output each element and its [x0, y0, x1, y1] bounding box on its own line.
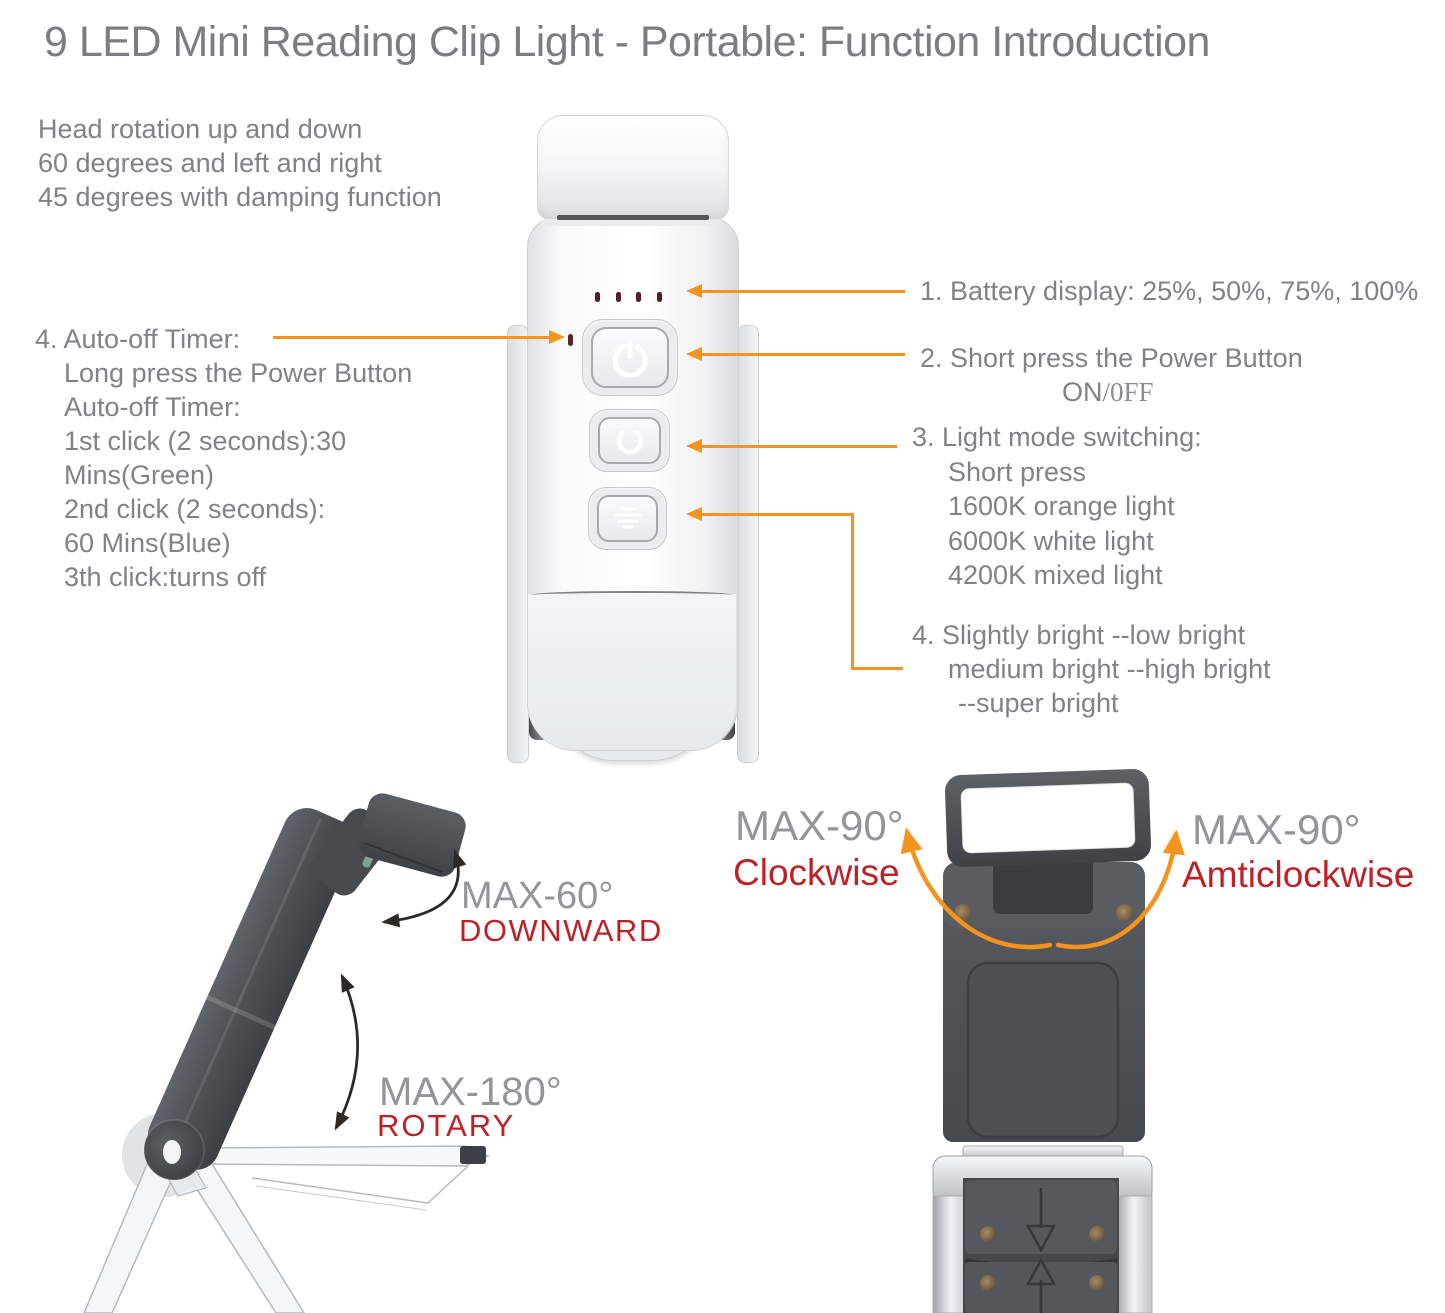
- max-180-label: MAX-180°: [379, 1070, 562, 1114]
- mode-arrow-line: [700, 445, 897, 448]
- downward-rotation-arrow: [381, 849, 467, 928]
- battery-arrow-head-icon: [686, 284, 702, 298]
- mode-arrow-head-icon: [686, 439, 702, 453]
- battery-note: 1. Battery display: 25%, 50%, 75%, 100%: [920, 276, 1419, 306]
- auto-off-line: Long press the Power Button: [64, 358, 413, 388]
- timer-indicator-led: [568, 334, 573, 346]
- head-rotation-line: 45 degrees with damping function: [38, 182, 442, 212]
- power-note: 2. Short press the Power Button ON/0FF: [920, 341, 1303, 409]
- engraved-arrows: [1025, 1188, 1057, 1313]
- device-body-lower: [528, 594, 736, 750]
- device-left-clip-arm: [507, 325, 529, 763]
- auto-off-note: 4. Auto-off Timer: Long press the Power …: [35, 322, 412, 594]
- anticlockwise-label: Amticlockwise: [1182, 854, 1415, 895]
- device-head-cap: [537, 115, 729, 220]
- clamp-lower-bar: [251, 1165, 469, 1204]
- pad-screw: [980, 1226, 996, 1242]
- brightness-line3: --super bright: [958, 688, 1119, 718]
- swivel-angle-figure: [900, 769, 1185, 1313]
- arm-hinge-pin: [163, 1140, 181, 1164]
- auto-off-lines: Long press the Power Button Auto-off Tim…: [64, 356, 412, 594]
- brightness-arrow-line: [700, 513, 854, 516]
- brightness-levels-icon: [614, 507, 641, 528]
- light-mode-lines: Short press 1600K orange light 6000K whi…: [948, 455, 1202, 593]
- auto-off-line: 2nd click (2 seconds):: [64, 494, 326, 524]
- pad-screw: [1089, 1275, 1105, 1291]
- cycle-mode-icon: [616, 427, 643, 454]
- auto-off-heading: 4. Auto-off Timer:: [35, 324, 241, 354]
- light-head-back: [945, 769, 1151, 867]
- chrome-column-right: [1115, 1195, 1153, 1313]
- battery-arrow-line: [700, 290, 905, 293]
- battery-led-4: [657, 292, 662, 302]
- rotary-label: ROTARY: [377, 1108, 516, 1143]
- power-arrow-head-icon: [686, 347, 702, 361]
- brightness-arrow-head-icon: [686, 507, 702, 521]
- shoulder-screw-right: [1116, 904, 1134, 922]
- power-note-on: ON: [1062, 377, 1103, 407]
- clockwise-label: Clockwise: [733, 852, 900, 893]
- max-90-left-label: MAX-90°: [735, 802, 904, 849]
- power-arrow-line: [700, 353, 905, 356]
- device-cap-step: [543, 219, 721, 226]
- anticlockwise-arrow: [1055, 829, 1185, 950]
- battery-led-2: [616, 292, 621, 302]
- brightness-note: 4. Slightly bright --low bright medium b…: [912, 618, 1271, 720]
- back-recessed-panel: [966, 961, 1120, 1139]
- battery-led-3: [636, 292, 641, 302]
- power-icon: [612, 339, 648, 378]
- device-cap-gap: [557, 215, 709, 220]
- light-mode-line: 4200K mixed light: [948, 560, 1163, 590]
- page-title: 9 LED Mini Reading Clip Light - Portable…: [44, 18, 1210, 66]
- head-hinge-tab: [993, 858, 1093, 914]
- light-mode-line: 6000K white light: [948, 525, 1154, 556]
- battery-led-1: [595, 292, 600, 302]
- clip-light-front-view: [505, 113, 760, 763]
- head-rotation-line: 60 degrees and left and right: [38, 148, 382, 178]
- brightness-arrow-elbow: [851, 513, 854, 670]
- light-mode-button: [589, 409, 670, 472]
- light-mode-line: Short press: [948, 456, 1087, 487]
- power-note-onoff: ON/0FF: [920, 375, 1303, 409]
- pad-screw: [980, 1275, 996, 1291]
- rotary-rotation-arrow: [334, 973, 360, 1131]
- rotation-angle-figure: [83, 793, 490, 1313]
- clockwise-arrow: [900, 827, 1053, 950]
- clamp-top-bar: [197, 1145, 490, 1167]
- brightness-line1: 4. Slightly bright --low bright: [912, 620, 1246, 650]
- power-note-off: /0FF: [1102, 377, 1154, 407]
- auto-off-arrow-line: [273, 336, 551, 339]
- power-button: [582, 319, 678, 396]
- auto-off-line: 60 Mins(Blue): [64, 528, 231, 558]
- clamp-leg-left: [83, 1161, 178, 1313]
- power-note-line1: 2. Short press the Power Button: [920, 343, 1303, 373]
- light-mode-line: 1600K orange light: [948, 491, 1175, 521]
- downward-label: DOWNWARD: [459, 913, 663, 948]
- light-panel: [960, 782, 1136, 854]
- brightness-button: [588, 487, 667, 550]
- light-mode-note: 3. Light mode switching: Short press 160…: [912, 420, 1202, 593]
- clamp-tip: [460, 1146, 486, 1164]
- light-mode-heading: 3. Light mode switching:: [912, 422, 1202, 452]
- brightness-arrow-tail: [851, 667, 903, 670]
- lamp-arm: [147, 808, 355, 1170]
- auto-off-line: 3th click:turns off: [64, 562, 267, 592]
- device-seam-line: [531, 591, 733, 599]
- auto-off-line: Auto-off Timer:: [64, 392, 241, 422]
- clamp-lower-bar-line: [255, 1185, 427, 1211]
- brightness-line2: medium bright --high bright: [948, 654, 1271, 684]
- auto-off-line: Mins(Green): [64, 460, 215, 490]
- auto-off-arrow-head-icon: [549, 330, 565, 344]
- max-60-label: MAX-60°: [461, 875, 614, 917]
- device-right-clip-arm: [737, 325, 759, 763]
- max-90-right-label: MAX-90°: [1192, 806, 1361, 853]
- head-rotation-note: Head rotation up and down 60 degrees and…: [38, 112, 442, 214]
- pad-screw: [1089, 1226, 1105, 1242]
- head-rotation-line: Head rotation up and down: [38, 114, 363, 144]
- auto-off-line: 1st click (2 seconds):30: [64, 426, 347, 456]
